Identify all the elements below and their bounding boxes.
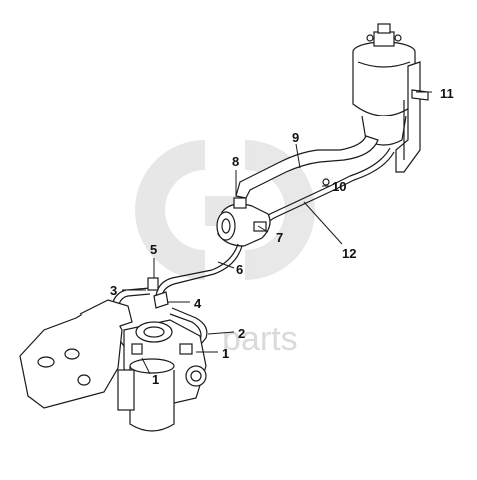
callout-7: 7 — [276, 230, 283, 245]
reservoir-tank — [352, 23, 416, 146]
steering-gear — [19, 299, 207, 432]
callout-3: 3 — [110, 283, 117, 298]
callout-11: 11 — [440, 86, 454, 101]
callouts: 1 1 2 3 4 5 6 7 8 9 10 11 12 — [110, 86, 454, 387]
watermark-text: parts — [222, 320, 298, 358]
callout-8: 8 — [232, 154, 239, 169]
callout-12: 12 — [342, 246, 356, 261]
steering-pump — [216, 178, 330, 247]
callout-2: 2 — [238, 326, 245, 341]
callout-6: 6 — [236, 262, 243, 277]
callout-9: 9 — [292, 130, 299, 145]
leader-lines — [122, 91, 432, 375]
callout-1-gear: 1 — [152, 372, 159, 387]
callout-1-right: 1 — [222, 346, 229, 361]
callout-10: 10 — [332, 179, 346, 194]
callout-4: 4 — [194, 296, 202, 311]
return-line — [257, 147, 395, 227]
callout-5: 5 — [150, 242, 157, 257]
